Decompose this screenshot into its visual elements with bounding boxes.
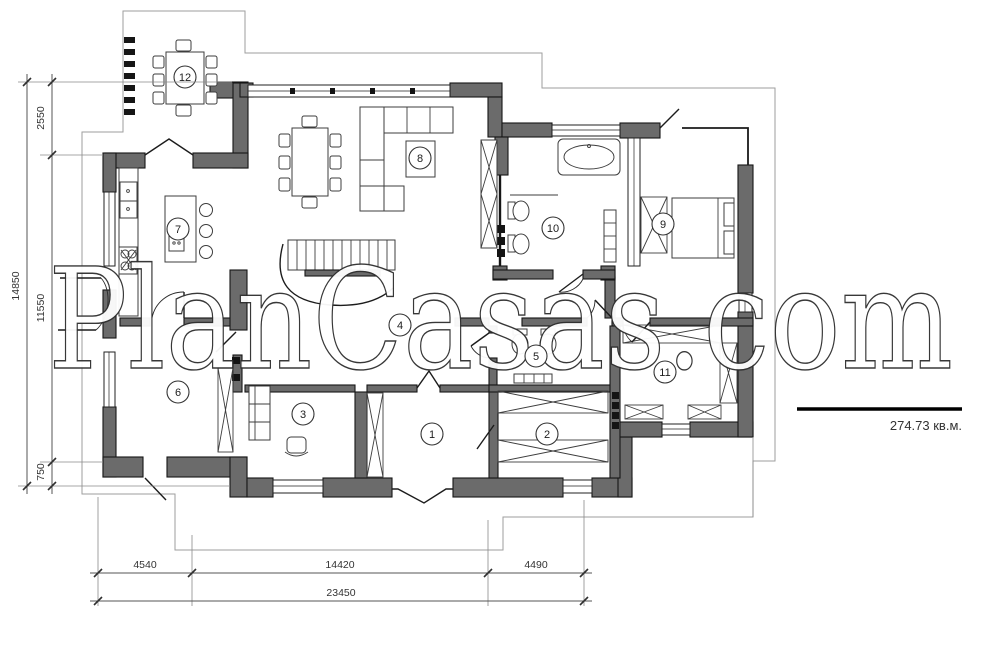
- sofa: [248, 385, 271, 441]
- hall-door: [215, 331, 237, 353]
- svg-text:2: 2: [544, 429, 550, 441]
- watermark-text: PlanCasas.com: [48, 239, 953, 402]
- room9-door: [594, 299, 613, 319]
- room6-exterior-door: [144, 477, 167, 501]
- doors: [58, 108, 680, 504]
- room-label-8: 8: [408, 146, 432, 170]
- dim-14420: 14420: [325, 559, 354, 571]
- room-label-7: 7: [166, 217, 190, 241]
- living-cabinet: [480, 139, 498, 249]
- svg-text:12: 12: [179, 72, 191, 84]
- toilet: [512, 200, 530, 222]
- dim-4490: 4490: [524, 559, 548, 571]
- room9-terrace-door: [659, 108, 680, 129]
- room-labels: 1 2 3 4 5 6 7 8: [166, 65, 677, 446]
- bath5-door: [470, 332, 490, 347]
- room-label-2: 2: [535, 422, 559, 446]
- dimensions-left: 2550 11550 750 14850: [10, 74, 232, 494]
- bedroom-9: [640, 196, 735, 259]
- bath10-door: [558, 273, 584, 293]
- dimensions-bottom: 4540 14420 4490 23450: [90, 437, 754, 606]
- corner-sofa: [359, 106, 454, 212]
- area-label-block: 274.73 кв.м.: [797, 407, 962, 433]
- stairs: [279, 239, 396, 307]
- room1-wardrobe: [366, 392, 384, 478]
- dim-2550: 2550: [35, 106, 47, 130]
- room-label-5: 5: [524, 344, 548, 368]
- bathroom-10: [507, 138, 621, 263]
- kitchen: [118, 167, 213, 317]
- radiator: [513, 373, 553, 384]
- svg-text:9: 9: [660, 219, 666, 231]
- room-label-4: 4: [388, 313, 412, 337]
- dim-750: 750: [35, 463, 47, 481]
- svg-text:7: 7: [175, 224, 181, 236]
- terrace-fence: [124, 37, 135, 115]
- room-label-1: 1: [420, 422, 444, 446]
- office-3: [248, 385, 309, 457]
- dim-11550: 11550: [35, 294, 47, 323]
- svg-text:11: 11: [659, 367, 670, 379]
- room-label-10: 10: [541, 216, 565, 240]
- desk-chair: [286, 436, 307, 454]
- terrace-door: [144, 138, 194, 156]
- room-label-9: 9: [651, 212, 675, 236]
- room2-door: [476, 424, 495, 450]
- room1-door: [416, 369, 441, 389]
- dim-23450: 23450: [326, 587, 355, 599]
- garden-doors: [95, 277, 109, 331]
- svg-text:10: 10: [547, 223, 559, 235]
- room6-wardrobe: [217, 367, 234, 453]
- furniture: [118, 39, 738, 478]
- room11-door: [631, 321, 651, 343]
- room-label-6: 6: [166, 380, 190, 404]
- svg-text:6: 6: [175, 387, 181, 399]
- svg-text:4: 4: [397, 320, 403, 332]
- dim-4540: 4540: [133, 559, 157, 571]
- stair-curved-wall: [279, 243, 394, 307]
- bidet: [512, 233, 530, 255]
- room2-wardrobes: [497, 390, 609, 463]
- dim-14850: 14850: [10, 271, 22, 300]
- entrance-door: [392, 488, 453, 504]
- svg-text:3: 3: [300, 409, 306, 421]
- toilet: [511, 333, 529, 355]
- svg-text:8: 8: [417, 153, 423, 165]
- windows: [103, 84, 753, 494]
- room11-wardrobes: [622, 324, 738, 420]
- dining-table: [278, 115, 342, 209]
- walls: [102, 81, 754, 498]
- room-label-11: 11: [653, 360, 677, 384]
- svg-text:5: 5: [533, 351, 539, 363]
- room-label-12: 12: [173, 65, 197, 89]
- room-label-3: 3: [291, 402, 315, 426]
- area-label: 274.73 кв.м.: [890, 418, 962, 433]
- svg-text:1: 1: [429, 429, 435, 441]
